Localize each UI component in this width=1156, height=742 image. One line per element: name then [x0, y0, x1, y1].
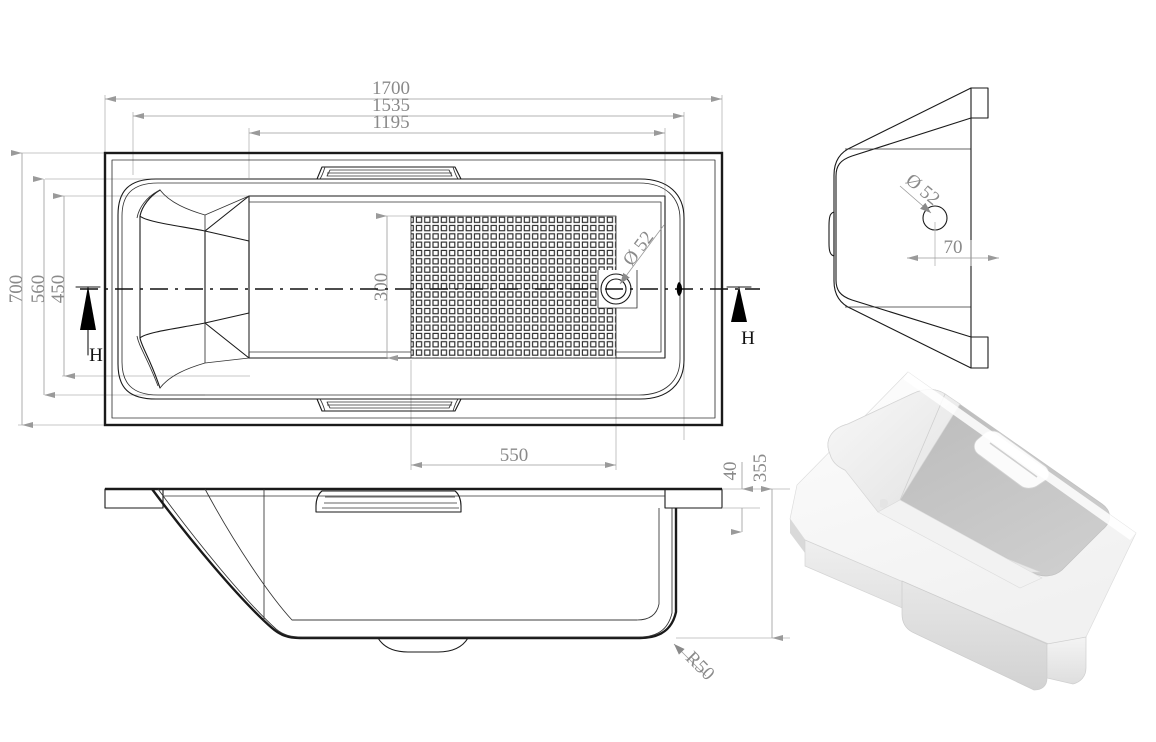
- render-notch: [880, 499, 888, 508]
- front-elevation-view: 40 355 R50: [104, 454, 790, 685]
- dimension-d52-plan: Ø 52: [619, 227, 658, 270]
- dimension-450: 450: [48, 275, 69, 304]
- plan-width-dimensions: [11, 150, 75, 428]
- backrest-lower-edge: [204, 322, 250, 359]
- elev-foot-pad: [377, 637, 469, 653]
- render-floor-band: [877, 499, 1043, 589]
- product-render-3d: [789, 371, 1137, 691]
- backrest-top-blend-lower: [159, 357, 250, 389]
- dimension-1700: 1700: [372, 78, 410, 99]
- dimension-355: 355: [750, 454, 771, 483]
- dimension-700: 700: [6, 275, 27, 304]
- bath-bowl-opening-outer: [117, 178, 685, 400]
- elev-inner-profile: [204, 488, 660, 621]
- dimension-d52-end: Ø 52: [901, 170, 943, 210]
- radius-leader-r50: [673, 643, 707, 677]
- bath-bowl-opening-inner: [121, 182, 681, 396]
- elev-outer-profile-offset: [157, 488, 673, 638]
- render-body-front: [901, 580, 1048, 691]
- end-body-outline: [835, 117, 972, 338]
- dimension-560: 560: [28, 275, 49, 304]
- dimension-1535: 1535: [372, 95, 410, 116]
- render-rim-edge-left: [790, 519, 805, 553]
- backrest-corner-lower-offset: [136, 335, 159, 387]
- section-label-h-right: H: [741, 328, 755, 349]
- section-marker-h-right: H: [726, 286, 755, 349]
- bath-backrest-outline: [139, 215, 250, 339]
- backrest-upper-edge: [204, 195, 250, 232]
- backrest-corner-lower: [139, 337, 161, 389]
- dimension-r50: R50: [681, 647, 718, 684]
- section-tick-right: [676, 282, 682, 296]
- elev-outer-profile: [151, 488, 678, 640]
- bath-inner-rim-line: [111, 159, 716, 419]
- end-section-view: Ø 52 70: [828, 87, 999, 369]
- elev-grip-handle: [315, 490, 462, 513]
- dimension-300: 300: [371, 273, 392, 302]
- render-body-right: [1046, 636, 1087, 685]
- dimension-40: 40: [720, 462, 741, 481]
- waste-diameter-leader-end: [899, 185, 932, 214]
- backrest-top-blend-upper: [159, 189, 250, 216]
- backrest-corner-upper-offset: [136, 190, 159, 219]
- plan-length-dimensions: [105, 96, 722, 136]
- render-rim-highlight: [903, 372, 1136, 540]
- plan-view: 1700 1535 1195 700 560 450: [6, 78, 760, 470]
- dimension-1195: 1195: [372, 112, 409, 133]
- anti-slip-texture-field: [411, 216, 616, 358]
- dimension-550: 550: [500, 445, 529, 466]
- grip-handle-top: [316, 166, 462, 180]
- dimension-70: 70: [944, 237, 963, 258]
- end-body-outer: [833, 87, 972, 369]
- end-grip-detail: [828, 211, 835, 257]
- end-flange-top: [970, 87, 989, 119]
- section-label-h-left: H: [89, 345, 103, 366]
- waste-diameter-leader-plan: [619, 224, 665, 285]
- section-marker-h-left: H: [75, 286, 103, 366]
- render-backrest: [827, 389, 961, 513]
- render-backrest-fold: [899, 393, 946, 501]
- plan-extension-lines: [18, 95, 723, 470]
- elev-right-flange: [664, 488, 723, 509]
- grip-handle-bottom: [316, 398, 462, 412]
- render-grip-slot: [989, 442, 1038, 478]
- end-flange-bottom: [970, 336, 989, 369]
